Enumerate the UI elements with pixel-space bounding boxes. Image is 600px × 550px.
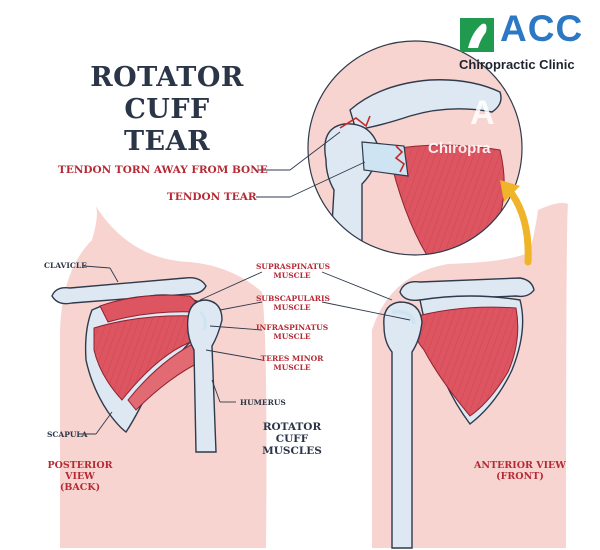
posterior-shoulder [51,205,267,548]
posterior-view-line-1: POSTERIOR VIEW [47,460,113,482]
anterior-view-line-1: ANTERIOR VIEW [474,460,566,471]
clavicle-bone [51,276,207,305]
group-label-line-2: MUSCLES [262,445,322,457]
rotator-cuff-muscles-label: ROTATOR CUFF MUSCLES [247,421,337,457]
teres-minor-line-2: MUSCLE [273,363,311,372]
teres-minor-label: TERES MINOR MUSCLE [256,354,328,372]
posterior-view-label: POSTERIOR VIEW (BACK) [34,460,126,493]
humerus-bone [186,299,223,453]
group-label-line-1: ROTATOR CUFF [262,421,322,445]
tendon-torn-label: TENDON TORN AWAY FROM BONE [58,164,268,176]
teres-minor-line-1: TERES MINOR [260,354,324,363]
infraspinatus-label: INFRASPINATUS MUSCLE [256,323,328,341]
humerus-label: HUMERUS [240,398,286,407]
torn-tendon [361,141,409,177]
title-line-2: TEAR [123,126,211,157]
subscapularis-line-1: SUBSCAPULARIS [256,294,330,303]
title-line-1: ROTATOR CUFF [90,62,244,125]
posterior-view-line-2: (BACK) [59,482,101,493]
scapula-label: SCAPULA [47,430,88,439]
logo-subtitle: Chiropractic Clinic [459,57,575,72]
zoom-detail [307,40,523,256]
supraspinatus-line-1: SUPRASPINATUS [256,262,331,271]
infraspinatus-line-1: INFRASPINATUS [256,323,329,332]
watermark-letter: A [470,94,495,132]
anterior-view-line-2: (FRONT) [496,471,544,482]
supraspinatus-label: SUPRASPINATUS MUSCLE [256,262,331,280]
zoom-arrow [508,190,532,266]
anterior-view-label: ANTERIOR VIEW (FRONT) [474,460,566,482]
logo-brand: ACC [500,8,584,49]
humerus-front [383,301,423,549]
page-title: ROTATOR CUFF TEAR [52,62,282,158]
clavicle-bone-front [399,277,535,302]
leader-lines [78,131,411,435]
watermark-text: Chiropra [428,140,491,157]
subscapularis-line-2: MUSCLE [273,303,311,312]
anterior-shoulder [372,202,568,549]
infraspinatus-line-2: MUSCLE [273,332,311,341]
clavicle-label: CLAVICLE [44,261,87,270]
supraspinatus-line-2: MUSCLE [273,271,311,280]
subscapularis-label: SUBSCAPULARIS MUSCLE [256,294,330,312]
acc-logo-icon [460,18,494,52]
tendon-tear-label: TENDON TEAR [167,191,257,203]
